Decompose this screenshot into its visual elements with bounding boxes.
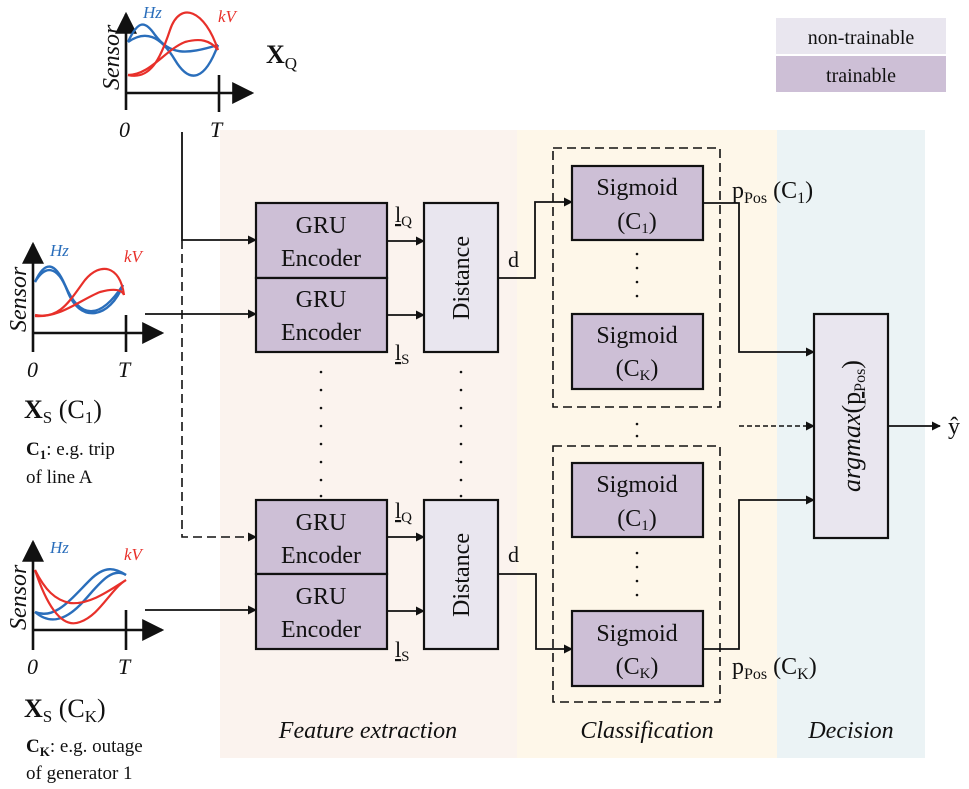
stage-classification-label: Classification	[580, 718, 713, 744]
support-c1-plot-x-end: T	[118, 357, 132, 382]
embedding-query-k-label: lQ	[395, 498, 412, 526]
sigmoid-ck-group-1-label: Sigmoid	[596, 323, 677, 349]
distance-box-k-label: Distance	[449, 533, 475, 617]
sigmoid-group-k-ellipsis	[635, 551, 639, 597]
support-c1-kv-curve-2	[34, 288, 126, 318]
distance-box-k	[422, 498, 500, 651]
sigmoid-c1-group-k-class: (C1)	[617, 506, 657, 534]
support-ck-plot-x-start: 0	[27, 654, 38, 679]
classifier-groups-ellipsis	[635, 422, 639, 438]
support-c1-plot-hz-label: Hz	[49, 241, 69, 260]
gru-encoder-query-1-line2: Encoder	[281, 246, 361, 272]
query-plot-hz-label: Hz	[142, 3, 162, 22]
sigmoid-ck-group-1-class: (CK)	[616, 356, 659, 384]
embedding-support-k-label: lS	[395, 637, 409, 665]
distance-k-to-sigmoid-ck-arrow	[498, 573, 573, 654]
support-ck-plot-y-label: Sensor	[6, 564, 32, 630]
support-ck-note-line2: of generator 1	[26, 763, 133, 784]
argmax-box	[812, 312, 890, 540]
encoder-group-1: GRU Encoder GRU Encoder	[254, 201, 389, 354]
svg-text:XS (C1): XS (C1)	[24, 395, 102, 427]
sigmoid-ck-group-k-class: (CK)	[616, 654, 659, 682]
support-c1-input-label: XS (C1) C1: e.g. trip of line A	[24, 395, 115, 488]
query-hz-curve-2	[127, 34, 220, 77]
distance-ellipsis	[459, 370, 463, 498]
support-ck-sensor-plot: Sensor Hz kV 0 T	[6, 538, 165, 679]
classifier-group-k-frame	[552, 445, 721, 703]
p-pos-c1-label: pPos (C1)	[732, 178, 813, 207]
support-ck-plot-kv-label: kV	[124, 545, 145, 564]
p-pos-c1-to-argmax-arrow	[703, 202, 815, 357]
sigmoid-ck-group-k-label: Sigmoid	[596, 621, 677, 647]
gru-encoder-query-k-line2: Encoder	[281, 543, 361, 569]
distance-box-1-label: Distance	[449, 236, 475, 320]
argmax-box-label: argmax(pPos)	[837, 360, 869, 492]
support-ck-note: CK: e.g. outage	[26, 736, 143, 759]
legend-non-trainable-label: non-trainable	[808, 27, 915, 49]
embedding-query-1-label: lQ	[395, 202, 412, 230]
query-input-label: XQ	[266, 40, 297, 73]
support-ck-kv-curve-1	[34, 569, 127, 605]
stage-decision-label: Decision	[807, 718, 893, 744]
support-c1-hz-curve-2	[33, 269, 125, 315]
distance-k-output-label: d	[508, 542, 519, 567]
query-plot-x-end: T	[210, 117, 224, 142]
support-ck-input-label: XS (CK) CK: e.g. outage of generator 1	[24, 694, 143, 784]
query-to-encoder-k-arrow	[181, 240, 257, 542]
gru-encoder-support-1	[254, 276, 389, 354]
support-ck-hz-curve-1	[34, 568, 127, 615]
gru-encoder-support-1-line1: GRU	[296, 287, 347, 313]
sigmoid-ck-box-group-1	[570, 312, 705, 391]
svg-text:XQ: XQ	[266, 40, 297, 73]
sigmoid-c1-box-group-k	[570, 461, 705, 539]
support-c1-plot-y-label: Sensor	[6, 266, 32, 332]
sigmoid-ck-box-group-k	[570, 609, 705, 688]
support-ck-hz-curve-2	[34, 571, 127, 621]
encoder-group-k: GRU Encoder GRU Encoder	[254, 498, 389, 651]
query-plot-kv-label: kV	[218, 7, 239, 26]
support-c1-sensor-plot: Sensor Hz kV 0 T	[6, 241, 165, 382]
gru-encoder-query-k-line1: GRU	[296, 510, 347, 536]
sigmoid-c1-group-1-label: Sigmoid	[596, 175, 677, 201]
sigmoid-c1-box-group-1	[570, 164, 705, 242]
sigmoid-c1-group-k-label: Sigmoid	[596, 472, 677, 498]
legend-non-trainable-swatch	[776, 18, 946, 54]
gru-encoder-support-k-line1: GRU	[296, 584, 347, 610]
distance-1-output-label: d	[508, 247, 519, 272]
support-ck-plot-hz-label: Hz	[49, 538, 69, 557]
gru-encoder-query-1-line1: GRU	[296, 213, 347, 239]
p-pos-ck-to-argmax-arrow	[703, 495, 815, 650]
gru-encoder-query-k	[254, 498, 389, 576]
prediction-output-label: ŷ	[948, 414, 960, 440]
gru-encoder-support-k-line2: Encoder	[281, 617, 361, 643]
gru-encoder-support-1-line2: Encoder	[281, 320, 361, 346]
query-kv-curve-1	[127, 11, 220, 77]
support-ck-kv-curve-2	[33, 569, 127, 625]
legend-trainable-label: trainable	[826, 65, 896, 87]
encoder-ellipsis	[319, 370, 323, 498]
legend-trainable-swatch	[776, 56, 946, 92]
support-ck-plot-x-end: T	[118, 654, 132, 679]
query-sensor-plot: Sensor Hz kV 0 T	[99, 3, 255, 142]
p-pos-ck-label: pPos (CK)	[732, 654, 817, 683]
query-plot-x-start: 0	[119, 117, 130, 142]
support-c1-plot-x-start: 0	[27, 357, 38, 382]
query-kv-curve-2	[127, 39, 219, 77]
query-plot-y-label: Sensor	[99, 24, 125, 90]
embedding-support-1-label: lS	[395, 340, 409, 368]
legend: non-trainable trainable	[776, 18, 946, 92]
query-hz-curve-1	[126, 23, 219, 53]
classifier-group-1-frame	[552, 147, 721, 408]
sigmoid-group-1-ellipsis	[635, 252, 639, 298]
sigmoid-c1-group-1-class: (C1)	[617, 209, 657, 237]
stage-feature-extraction-label: Feature extraction	[278, 718, 457, 744]
svg-text:XS (CK): XS (CK)	[24, 694, 106, 726]
support-c1-note: C1: e.g. trip	[26, 439, 115, 462]
support-c1-plot-kv-label: kV	[124, 247, 145, 266]
support-c1-note-line2: of line A	[26, 467, 93, 488]
